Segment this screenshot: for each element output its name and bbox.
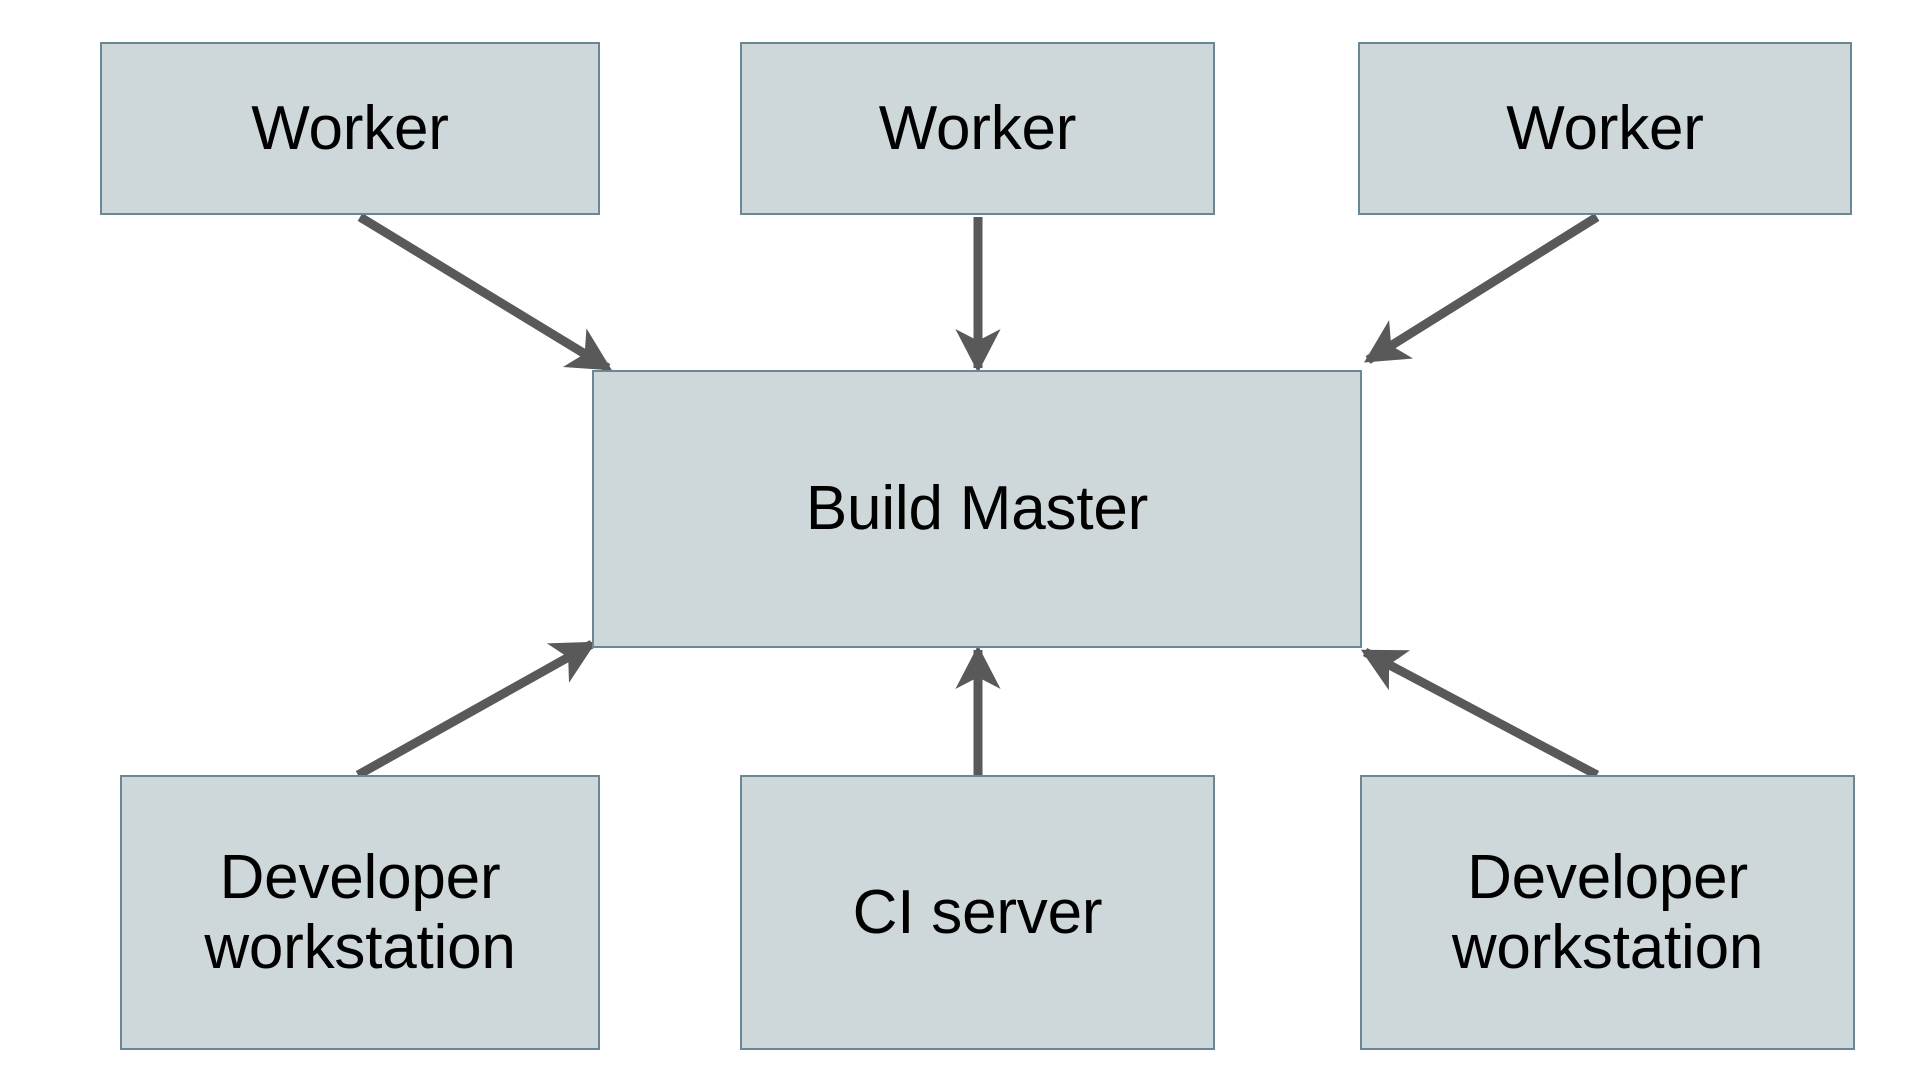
- node-worker-center[interactable]: Worker: [740, 42, 1215, 215]
- node-developer-workstation-right[interactable]: Developer workstation: [1360, 775, 1855, 1050]
- node-developer-workstation-left-label: Developer workstation: [204, 843, 516, 982]
- edge-worker-left-to-build-master: [357, 213, 612, 372]
- node-ci-server[interactable]: CI server: [740, 775, 1215, 1050]
- node-ci-server-label: CI server: [852, 877, 1103, 947]
- node-developer-workstation-left[interactable]: Developer workstation: [120, 775, 600, 1050]
- node-developer-workstation-right-label: Developer workstation: [1451, 843, 1764, 982]
- edge-dev-workstation-right-to-build-master: [1360, 648, 1600, 779]
- node-worker-right-label: Worker: [1506, 93, 1704, 163]
- edge-worker-right-to-build-master: [1364, 213, 1600, 364]
- edge-dev-workstation-left-to-build-master: [355, 640, 597, 779]
- node-worker-left-label: Worker: [251, 93, 449, 163]
- node-worker-left[interactable]: Worker: [100, 42, 600, 215]
- node-build-master-label: Build Master: [805, 474, 1149, 544]
- node-worker-center-label: Worker: [878, 93, 1077, 163]
- node-worker-right[interactable]: Worker: [1358, 42, 1852, 215]
- node-build-master[interactable]: Build Master: [592, 370, 1362, 648]
